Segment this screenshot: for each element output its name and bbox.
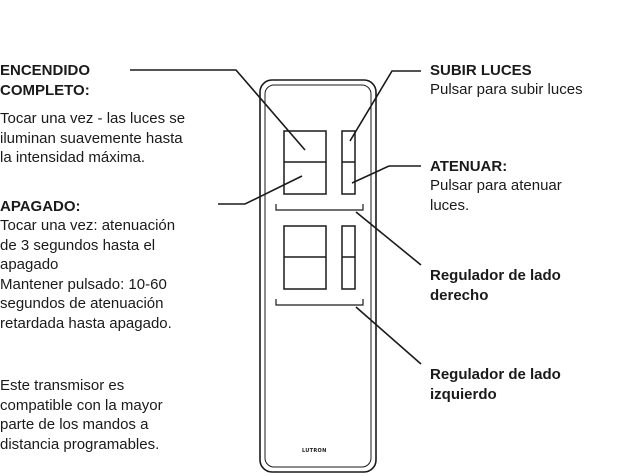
right-dimmer-label: Regulador de lado derecho (430, 267, 561, 304)
compatibility-note: Este transmisor es compatible con la may… (0, 377, 163, 453)
dim-leader-line (351, 165, 421, 184)
full-on-description: Tocar una vez - las luces se iluminan su… (0, 110, 186, 166)
raise-description: Pulsar para subir luces (430, 81, 583, 98)
lutron-logo: LUTRON (302, 448, 327, 454)
off-description: Tocar una vez: atenuación de 3 segundos … (0, 217, 176, 332)
dim-title: ATENUAR: (430, 158, 508, 175)
lower-button-group (283, 225, 356, 290)
lower-group-bracket (275, 299, 364, 306)
raise-title: SUBIR LUCES (430, 62, 532, 79)
upper-button-group (283, 130, 356, 195)
left-dimmer-leader-line (355, 306, 422, 365)
full-on-title: ENCENDIDO COMPLETO: (0, 62, 91, 99)
dim-description: Pulsar para atenuar luces. (430, 177, 562, 214)
raise-leader-line (349, 70, 421, 142)
upper-group-bracket (275, 204, 364, 211)
remote-body (259, 79, 377, 473)
off-title: APAGADO: (0, 198, 81, 215)
off-leader-line (218, 175, 303, 205)
left-dimmer-label: Regulador de lado izquierdo (430, 366, 561, 403)
right-dimmer-leader-line (355, 211, 422, 266)
full-on-leader-line (130, 69, 306, 151)
